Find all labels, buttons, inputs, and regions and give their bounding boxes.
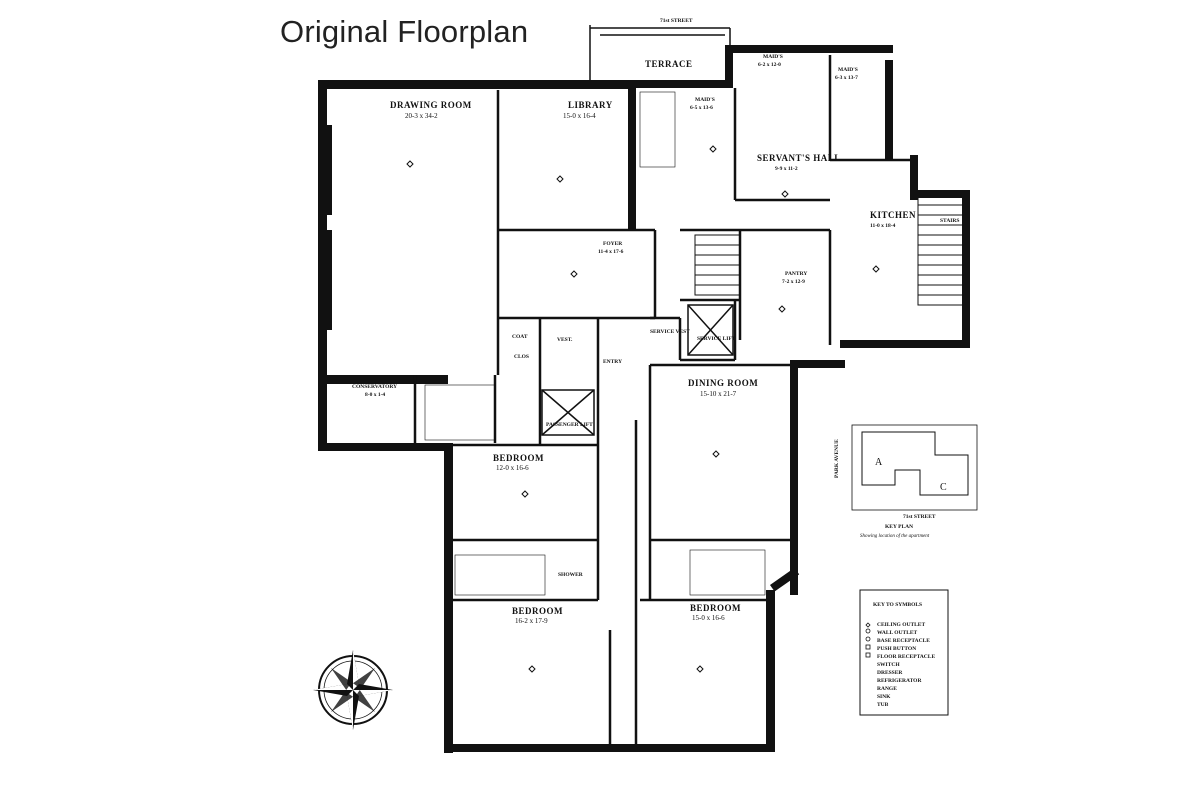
exterior-walls — [318, 45, 970, 753]
key-plan-subtitle: Showing location of the apartment — [860, 534, 930, 539]
key-plan-park-avenue: PARK AVENUE — [834, 439, 840, 478]
room-dims-conservatory: 8-0 x 1-4 — [365, 392, 385, 398]
page-title: Original Floorplan — [280, 14, 529, 49]
room-dims-servants: 9-9 x 11-2 — [775, 166, 798, 172]
coat-label: COAT — [512, 334, 528, 340]
room-name-pantry: PANTRY — [785, 271, 807, 277]
service-lift-label: SERVICE LIFT — [697, 336, 736, 342]
key-plan-title: KEY PLAN — [885, 524, 913, 530]
room-dims-bed2: 16-2 x 17-9 — [515, 617, 548, 625]
terrace-outline — [589, 25, 731, 80]
bathroom-tiles — [424, 91, 766, 596]
room-dims-pantry: 7-2 x 12-9 — [782, 279, 805, 285]
stairs-label: STAIRS — [940, 218, 959, 224]
legend: KEY TO SYMBOLS CEILING OUTLET WALL OUTLE… — [859, 589, 949, 716]
key-plan-mark-a: A — [875, 457, 883, 468]
legend-item: FLOOR RECEPTACLE — [877, 654, 935, 660]
small-labels: COAT CLOS VEST. ENTRY PASSENGER LIFT SER… — [512, 218, 959, 578]
legend-item: CEILING OUTLET — [877, 622, 925, 628]
room-name-bed1: BEDROOM — [493, 453, 544, 463]
room-labels: 71st STREET TERRACE DRAWING ROOM 20-3 x … — [352, 18, 916, 625]
lifts — [541, 304, 734, 436]
ceiling-outlets — [406, 145, 880, 673]
entry-label: ENTRY — [603, 359, 622, 365]
street-label: 71st STREET — [660, 18, 693, 24]
clos-label: CLOS — [514, 354, 529, 360]
legend-item: REFRIGERATOR — [877, 678, 922, 684]
room-dims-maids2: 6-2 x 12-0 — [758, 62, 781, 68]
room-name-servants: SERVANT'S HALL — [757, 153, 841, 163]
room-name-bed3: BEDROOM — [690, 603, 741, 613]
shower-label: SHOWER — [558, 572, 584, 578]
legend-item: DRESSER — [877, 670, 903, 676]
service-vest-label: SERVICE VEST — [650, 329, 690, 335]
key-plan-street: 71st STREET — [903, 514, 936, 520]
room-name-terrace: TERRACE — [645, 59, 693, 69]
room-name-drawing: DRAWING ROOM — [390, 100, 472, 110]
room-dims-dining: 15-10 x 21-7 — [700, 390, 737, 398]
legend-item: PUSH BUTTON — [877, 646, 916, 652]
key-plan-mark-c: C — [940, 482, 947, 493]
legend-title: KEY TO SYMBOLS — [873, 602, 922, 608]
room-dims-bed1: 12-0 x 16-6 — [496, 464, 529, 472]
room-dims-bed3: 15-0 x 16-6 — [692, 614, 725, 622]
room-name-conservatory: CONSERVATORY — [352, 384, 397, 390]
interior-walls — [413, 55, 910, 745]
room-name-maids1: MAID'S — [695, 97, 715, 103]
vest-label: VEST. — [557, 337, 573, 343]
legend-item: RANGE — [877, 686, 897, 692]
legend-item: BASE RECEPTACLE — [877, 638, 930, 644]
legend-item: TUB — [877, 702, 889, 708]
key-plan: PARK AVENUE 71st STREET A C KEY PLAN Sho… — [834, 424, 978, 539]
room-name-library: LIBRARY — [568, 100, 613, 110]
room-name-maids3: MAID'S — [838, 67, 858, 73]
room-name-maids2: MAID'S — [763, 54, 783, 60]
room-dims-maids3: 6-3 x 13-7 — [835, 75, 858, 81]
passenger-lift-label: PASSENGER LIFT — [546, 422, 593, 428]
room-name-dining: DINING ROOM — [688, 378, 758, 388]
stairs — [694, 194, 964, 306]
room-name-bed2: BEDROOM — [512, 606, 563, 616]
legend-item: SWITCH — [877, 662, 900, 668]
room-dims-kitchen: 11-0 x 18-4 — [870, 223, 896, 229]
legend-item: WALL OUTLET — [877, 630, 918, 636]
room-dims-maids1: 6-5 x 13-6 — [690, 105, 713, 111]
room-name-foyer: FOYER — [603, 241, 623, 247]
legend-item: SINK — [877, 694, 891, 700]
room-dims-drawing: 20-3 x 34-2 — [405, 112, 438, 120]
room-dims-library: 15-0 x 16-4 — [563, 112, 596, 120]
room-dims-foyer: 11-4 x 17-6 — [598, 249, 624, 255]
room-name-kitchen: KITCHEN — [870, 210, 916, 220]
compass-rose-icon — [313, 650, 393, 730]
